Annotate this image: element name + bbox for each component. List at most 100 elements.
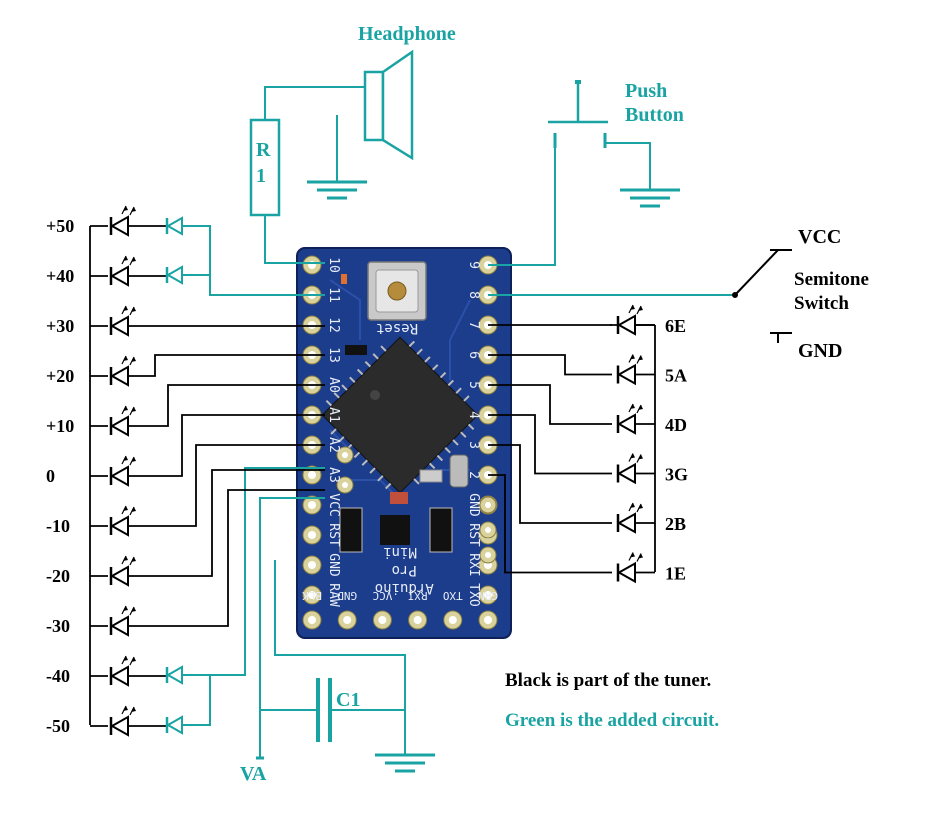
left-led-label: +20: [46, 366, 74, 386]
board-pin-left: [302, 555, 322, 575]
board-pin-left-label: VCC: [326, 493, 341, 516]
right-led-label: 5A: [665, 366, 687, 386]
left-led-row: -20: [46, 469, 325, 587]
left-led-row: 0: [46, 414, 325, 487]
right-led-label: 2B: [665, 514, 686, 534]
vcc-label: VCC: [798, 226, 841, 248]
left-led-label: 0: [46, 466, 55, 486]
headphone-label: Headphone: [358, 23, 456, 45]
resistor-label: R 1: [256, 139, 275, 187]
board-pad: [479, 496, 497, 514]
right-led-label: 3G: [665, 465, 688, 485]
right-led-label: 1E: [665, 564, 686, 584]
led-icon: [109, 404, 138, 437]
board-pad: [336, 446, 354, 464]
board-pin-right: [478, 585, 498, 605]
left-led-label: +40: [46, 266, 74, 286]
left-led-row: +50: [46, 204, 166, 237]
headphone-ground-icon: [305, 180, 369, 200]
right-led-row: 5A: [488, 353, 687, 386]
right-led-row: 1E: [488, 474, 686, 584]
board-pin-left: [302, 495, 322, 515]
board-pin-bottom-label: GRN: [478, 589, 498, 602]
headphone-speaker: [363, 49, 414, 161]
left-led-label: +50: [46, 216, 74, 236]
left-led-label: +30: [46, 316, 74, 336]
board-pin-right-label: 2: [466, 471, 481, 479]
board-pin-bottom-label: RXI: [408, 589, 428, 602]
board-pin-right-label: 3: [466, 441, 481, 449]
added-circuit-wiring: [182, 86, 735, 758]
board-pin-left-label: RST: [326, 523, 341, 547]
board-pad: [479, 521, 497, 539]
left-led-row: -40: [46, 654, 166, 687]
board-name-label: Arduino Pro Mini: [366, 544, 433, 596]
board-pin-right-label: 6: [466, 351, 481, 359]
board-pin-left-label: A1: [326, 407, 341, 423]
right-led-label: 6E: [665, 316, 686, 336]
led-icon: [109, 604, 138, 637]
reset-button: [367, 261, 427, 321]
led-icon: [616, 452, 645, 484]
left-led-row: +20: [46, 354, 325, 387]
right-led-row: 2B: [488, 444, 686, 534]
left-led-row: -10: [46, 444, 325, 537]
board-pin-left-label: GND: [326, 553, 341, 577]
left-led-label: -30: [46, 616, 70, 636]
board-pin-right-label: RST: [466, 523, 481, 547]
resistor-r1: R 1: [249, 118, 281, 217]
diode-lower-1: [165, 665, 184, 685]
capacitor-c1: [316, 678, 332, 742]
semitone-switch-label: Semitone Switch: [794, 269, 874, 314]
left-led-column: +50 +40 +30 +20 +10 0 -10 -20 -30 -40 -50: [46, 204, 325, 737]
led-icon: [109, 654, 138, 687]
board-pin-left: [302, 255, 322, 275]
board-pin-left: [302, 525, 322, 545]
board-pin-bottom-label: VCC: [372, 589, 392, 602]
left-led-row: -50: [46, 704, 166, 737]
diode-upper-1: [165, 216, 184, 236]
left-led-label: -50: [46, 716, 70, 736]
led-icon: [616, 551, 645, 583]
board-pin-left-label: RAW: [326, 583, 341, 607]
board-pin-left-label: A2: [326, 437, 341, 453]
left-led-label: -10: [46, 516, 70, 536]
board-pin-bottom: [372, 610, 392, 630]
led-icon: [616, 501, 645, 534]
board-pin-bottom: [408, 610, 428, 630]
legend-green: Green is the added circuit.: [505, 710, 719, 731]
push-button-ground-icon: [618, 188, 682, 208]
board-pin-bottom: [443, 610, 463, 630]
legend-black: Black is part of the tuner.: [505, 670, 711, 691]
board-pin-left-label: 11: [326, 287, 341, 303]
led-icon: [109, 554, 138, 587]
board-pin-right-label: 5: [466, 381, 481, 389]
right-led-row: 3G: [488, 414, 688, 485]
board-pin-right-label: 7: [466, 321, 481, 329]
board-pin-bottom-label: GND: [337, 589, 357, 602]
led-icon: [616, 303, 645, 336]
board-pin-left-label: 13: [326, 347, 341, 363]
board-pin-left-label: A3: [326, 467, 341, 483]
led-icon: [616, 402, 645, 435]
board-pin-right-label: GND: [466, 493, 481, 517]
board-pin-bottom-label: TXO: [443, 589, 463, 602]
board-pin-right-label: 9: [466, 261, 481, 269]
board-pad: [479, 546, 497, 564]
board-pin-right-label: RXI: [466, 553, 481, 576]
board-pin-right-label: TXO: [466, 583, 481, 607]
va-label: VA: [240, 763, 267, 785]
gnd-label: GND: [798, 340, 842, 362]
left-led-row: +30: [46, 304, 325, 337]
diode-upper-2: [165, 265, 184, 285]
left-led-label: -20: [46, 566, 70, 586]
board-pin-bottom-label: BLK: [302, 589, 322, 602]
left-led-row: +10: [46, 384, 325, 437]
left-led-label: +10: [46, 416, 74, 436]
right-led-row: 6E: [488, 303, 686, 336]
board-pin-bottom: [337, 610, 357, 630]
board-pin-left: [302, 315, 322, 335]
diode-lower-2: [165, 715, 184, 735]
